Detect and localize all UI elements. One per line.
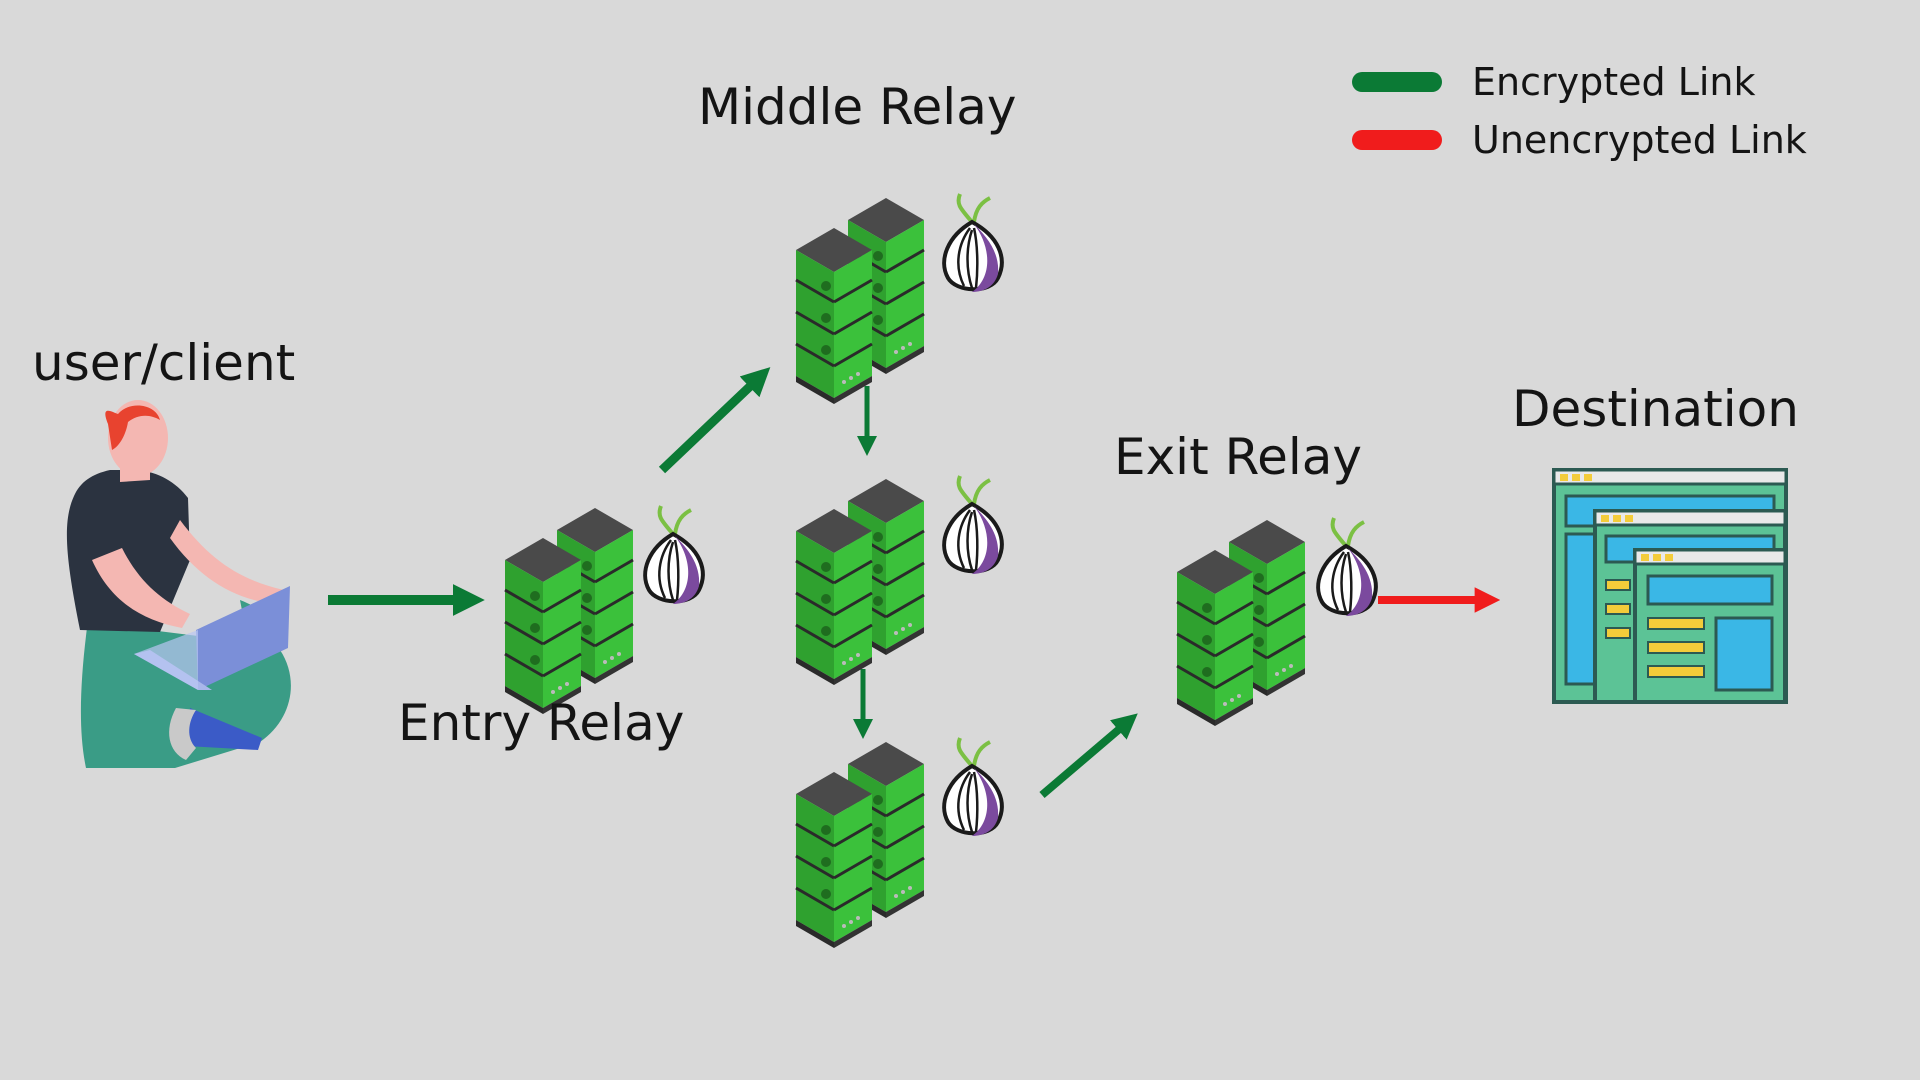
entry-relay-label: Entry Relay [398,694,684,752]
server-rack-icon [796,742,924,948]
server-rack-icon [796,198,924,404]
destination-label: Destination [1512,380,1799,438]
server-rack-icon [1177,520,1305,726]
exit-relay-label: Exit Relay [1114,428,1362,486]
tor-onion-icon [643,504,705,606]
middle-relay [796,192,1004,404]
middle-relay-3 [796,736,1004,948]
middle-relay-label: Middle Relay [698,78,1016,136]
middle-relay-2 [796,474,1004,685]
tor-onion-icon [942,736,1004,838]
server-rack-icon [796,479,924,685]
entry-to-middle-arrow [658,367,771,474]
browser-windows-icon [1552,468,1788,704]
server-rack-icon [505,508,633,714]
client-label: user/client [32,334,295,392]
middle-to-exit-arrow [1039,713,1138,799]
entry-relay [505,504,705,714]
legend: Encrypted Link Unencrypted Link [1352,60,1807,162]
legend-label-encrypted: Encrypted Link [1472,60,1756,104]
tor-onion-icon [942,192,1004,294]
legend-label-unencrypted: Unencrypted Link [1472,118,1807,162]
person-with-laptop-icon [66,400,291,768]
tor-onion-icon [942,474,1004,576]
tor-onion-icon [1316,516,1378,618]
exit-relay [1177,516,1378,726]
